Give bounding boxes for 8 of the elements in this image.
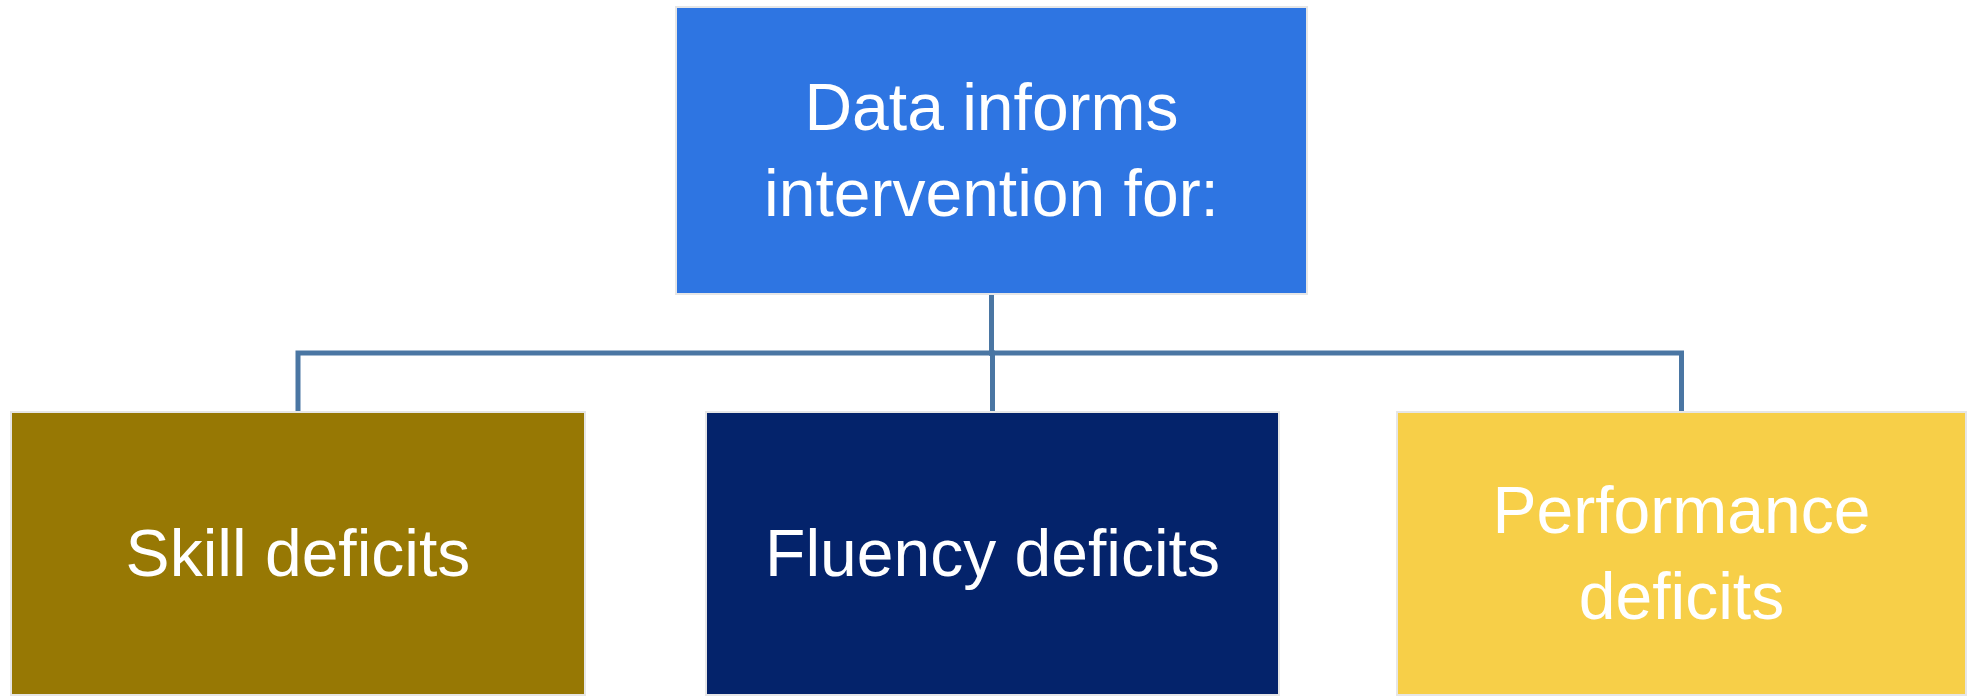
text-box (675, 6, 1308, 295)
box-label: Skill deficits (125, 514, 471, 592)
box-label: Performance deficits (1491, 471, 1872, 635)
box-label: Fluency deficits (765, 514, 1220, 592)
text-box (1396, 411, 1967, 696)
text-box (705, 411, 1280, 696)
box-label: Data informs intervention for: (763, 68, 1220, 232)
text-box (10, 411, 586, 696)
